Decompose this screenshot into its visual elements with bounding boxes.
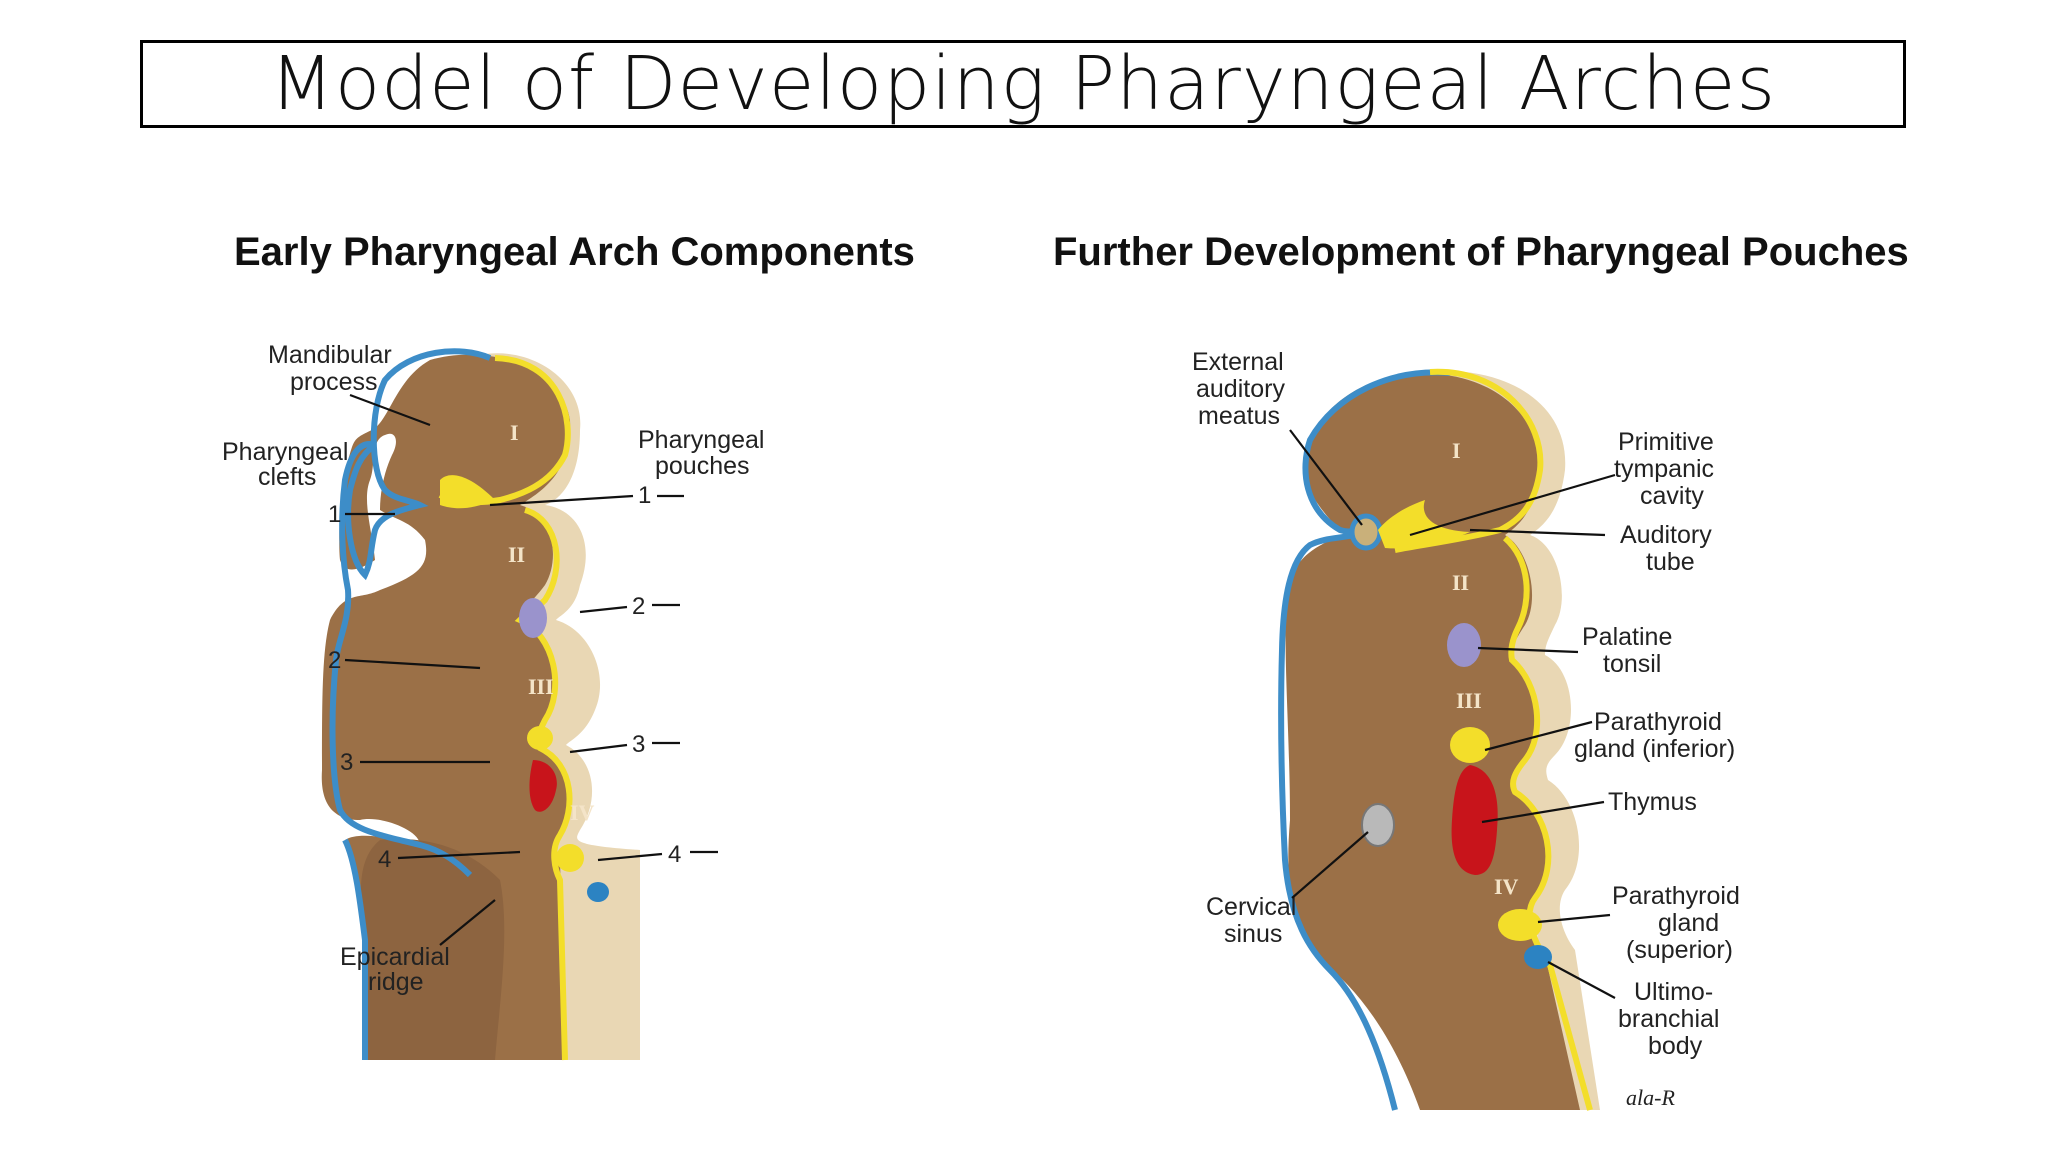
label-ptc-2: tympanic (1614, 455, 1714, 483)
left-diagram: I II III IV Mandibular process Pharyngea… (222, 341, 764, 1061)
label-epicardial-1: Epicardial (340, 943, 450, 971)
page-title: Model of Developing Pharyngeal Arches (269, 41, 1776, 127)
label-epicardial-2: ridge (368, 968, 424, 996)
left-tonsil-spot (519, 598, 547, 638)
label-aud-1: Auditory (1620, 521, 1712, 549)
label-pouches-1: Pharyngeal (638, 426, 764, 454)
left-ultimo-spot (587, 882, 609, 902)
right-tympanic-wedge (1378, 500, 1470, 549)
left-pouch-1 (440, 475, 495, 509)
leader-epicardial (439, 899, 496, 946)
label-pouches-2: pouches (655, 452, 750, 480)
label-ult-1: Ultimo- (1634, 978, 1713, 1006)
right-arch-i: I (1452, 438, 1461, 463)
label-clefts-1: Pharyngeal (222, 438, 348, 466)
right-meatus-pit (1349, 513, 1383, 551)
leader-pts (1537, 913, 1611, 924)
leader-cerv (1291, 831, 1369, 899)
leader-pouch-1 (489, 494, 634, 507)
label-ptc-3: cavity (1640, 482, 1704, 510)
label-pal-2: tonsil (1603, 650, 1661, 678)
label-eam-2: auditory (1196, 375, 1285, 403)
label-pts-2: gland (1658, 909, 1719, 937)
artist-signature: ala-R (1626, 1085, 1675, 1110)
leader-pouch-3 (569, 743, 628, 754)
pouch-number-3: 3 (632, 731, 645, 758)
left-lower-arch (360, 839, 505, 1060)
right-cervical-sinus (1361, 803, 1395, 847)
label-ult-3: body (1648, 1032, 1703, 1060)
right-ectoderm (1278, 369, 1451, 1111)
leader-pti (1484, 720, 1593, 752)
label-clefts-2: clefts (258, 463, 316, 491)
pouch-number-1: 1 (638, 482, 651, 509)
right-parathyroid-inferior (1450, 727, 1490, 763)
label-pts-1: Parathyroid (1612, 882, 1740, 910)
cleft-number-4: 4 (378, 846, 391, 873)
label-pal-1: Palatine (1582, 623, 1672, 651)
left-arch-i: I (510, 420, 519, 445)
left-panel-subtitle: Early Pharyngeal Arch Components (234, 230, 915, 274)
leader-eam (1289, 429, 1363, 526)
leader-ptc (1409, 473, 1616, 537)
leader-thymus (1481, 800, 1605, 824)
label-eam-3: meatus (1198, 402, 1280, 430)
right-panel-subtitle: Further Development of Pharyngeal Pouche… (1053, 230, 1909, 274)
pouch-number-4: 4 (668, 841, 681, 868)
label-mandibular-1: Mandibular (268, 341, 392, 369)
right-ultimobranchial-body (1524, 945, 1552, 969)
right-parathyroid-superior (1498, 909, 1542, 941)
leader-pal (1477, 646, 1579, 654)
left-parathyroid-spot (527, 726, 553, 750)
right-palatine-tonsil (1447, 623, 1481, 667)
label-ult-2: branchial (1618, 1005, 1719, 1033)
left-arch-iii: III (528, 674, 554, 699)
leader-mandibular (349, 393, 431, 427)
cleft-number-1: 1 (328, 501, 341, 528)
pouch-number-2: 2 (632, 593, 645, 620)
left-ectoderm (329, 348, 492, 1060)
leader-cleft-2 (344, 658, 481, 670)
cleft-number-3: 3 (340, 749, 353, 776)
label-pts-3: (superior) (1626, 936, 1733, 964)
left-thymus (529, 760, 557, 812)
label-cerv-1: Cervical (1206, 893, 1296, 921)
label-mandibular-2: process (290, 368, 378, 396)
leader-ult (1547, 961, 1616, 999)
leader-cleft-4 (397, 850, 521, 860)
right-arch-ii: II (1452, 570, 1469, 595)
right-diagram: I II III IV External auditory meatus Cer… (1192, 348, 1740, 1111)
leader-aud (1469, 528, 1606, 537)
label-ptc-1: Primitive (1618, 428, 1714, 456)
label-thymus: Thymus (1608, 788, 1697, 816)
label-eam-1: External (1192, 348, 1284, 376)
right-thymus (1451, 765, 1498, 875)
left-arch-iv: IV (570, 800, 595, 825)
label-pti-2: gland (inferior) (1574, 735, 1735, 763)
label-pti-1: Parathyroid (1594, 708, 1722, 736)
left-arch-ii: II (508, 542, 525, 567)
leader-pouch-2 (579, 605, 628, 614)
leader-pouch-4 (597, 852, 663, 862)
right-arch-iii: III (1456, 688, 1482, 713)
cleft-number-2: 2 (328, 647, 341, 674)
left-pouch4-spot (556, 844, 584, 872)
label-cerv-2: sinus (1224, 920, 1282, 948)
right-arch-iv: IV (1494, 874, 1519, 899)
title-box: Model of Developing Pharyngeal Arches (140, 40, 1906, 128)
label-aud-2: tube (1646, 548, 1695, 576)
